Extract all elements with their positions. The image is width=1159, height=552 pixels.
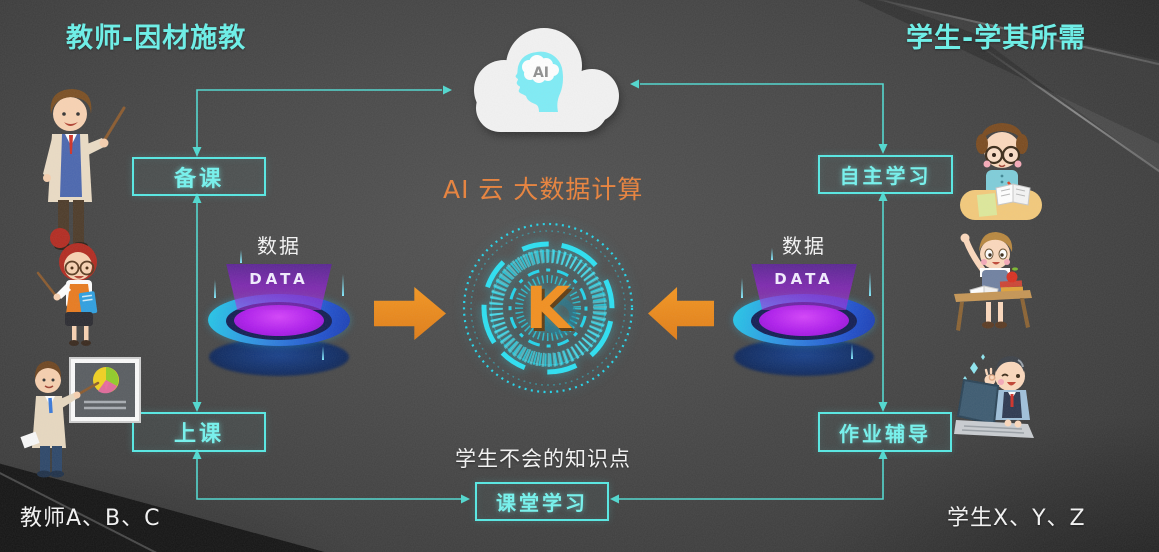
- node-self-study: 自主学习: [818, 155, 953, 194]
- title-students: 学生-学其所需: [906, 23, 1087, 54]
- data-platform-left: 数据 DATA: [206, 228, 352, 378]
- title-teachers: 教师-因材施教: [66, 23, 247, 54]
- light-streak: [214, 280, 216, 298]
- sparkle-icon: [963, 354, 985, 382]
- node-prep: 备课: [132, 157, 266, 196]
- node-homework: 作业辅导: [818, 412, 952, 452]
- teacher-woman-illustration: [36, 228, 98, 346]
- light-streak: [322, 346, 324, 360]
- light-streak: [869, 272, 871, 296]
- data-label-en: DATA: [774, 270, 834, 288]
- node-prep-label: 备课: [173, 166, 224, 192]
- student-laptop-illustration: [954, 354, 1034, 438]
- node-teach: 上课: [132, 412, 266, 452]
- light-streak: [771, 248, 773, 260]
- book-icon: [78, 291, 98, 315]
- cloud-ai-label: AI: [533, 65, 549, 81]
- node-homework-label: 作业辅导: [839, 421, 931, 446]
- data-label-cn: 数据: [782, 234, 826, 258]
- light-streak: [851, 344, 853, 359]
- node-teach-label: 上课: [173, 422, 224, 447]
- pointer-stick-icon: [100, 106, 126, 146]
- open-book-icon: [995, 183, 1031, 206]
- footer-teachers: 教师A、B、C: [20, 506, 161, 531]
- student-reading-illustration: [960, 123, 1042, 220]
- knowledge-note: 学生不会的知识点: [455, 447, 631, 471]
- knowledge-hud-icon: K K: [462, 222, 634, 394]
- whiteboard-icon: [69, 357, 141, 423]
- light-streak: [741, 278, 743, 298]
- node-classroom-label: 课堂学习: [496, 491, 588, 515]
- student-raising-hand-illustration: [954, 232, 1032, 331]
- light-streak: [240, 250, 242, 263]
- data-label-cn: 数据: [257, 234, 301, 258]
- teacher-whiteboard-illustration: [20, 357, 141, 478]
- node-self-study-label: 自主学习: [839, 164, 932, 188]
- pointer-stick-icon: [36, 271, 58, 298]
- footer-students: 学生X、Y、Z: [947, 506, 1086, 531]
- light-streak: [342, 274, 344, 296]
- caption-ai-cloud: AI 云 大数据计算: [443, 175, 644, 204]
- data-platform-right: 数据 DATA: [731, 228, 877, 378]
- data-label-en: DATA: [249, 270, 309, 288]
- node-classroom: 课堂学习: [475, 482, 609, 521]
- ai-cloud-icon: AI: [474, 28, 619, 132]
- k-letter: K: [526, 274, 573, 342]
